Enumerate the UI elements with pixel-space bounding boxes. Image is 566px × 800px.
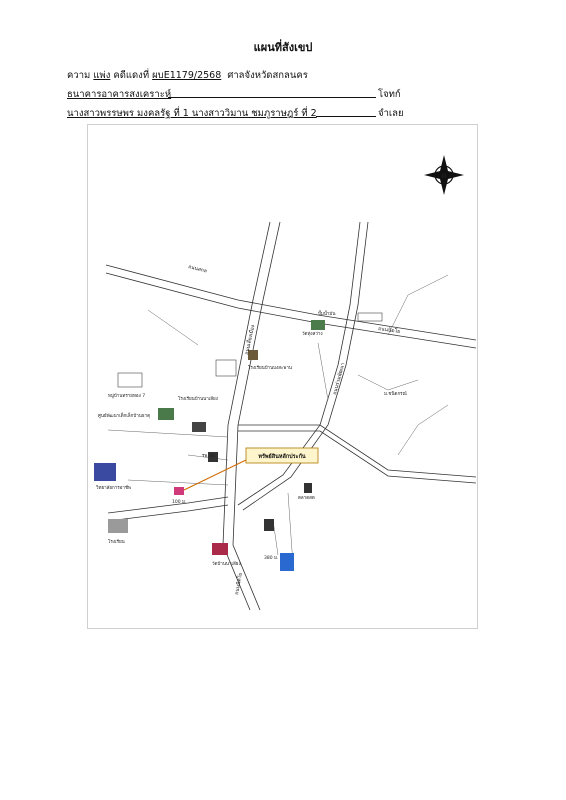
label-temple: วัดบ้านนาเลียง (212, 561, 241, 567)
property-callout-label: ทรัพย์สินหลักประกัน (258, 452, 306, 460)
defendant-suffix: จำเลย (378, 108, 404, 119)
page-title: แผนที่สังเขป (253, 41, 313, 54)
label-hospital: รพ.สต. (202, 453, 216, 459)
compass-icon: N (424, 155, 464, 195)
property-marker (174, 487, 184, 495)
building-college (94, 463, 116, 481)
road-right-a (237, 221, 361, 506)
label-village2: ม.ชนิดกรณ์ (384, 390, 407, 397)
label-distance2: 380 ม. (264, 555, 278, 561)
sketch-map: ทรัพย์สินหลักประกัน N หมู่บ้านทรายทอง 7 … (87, 124, 478, 629)
plaintiff-suffix: โจทก์ (378, 89, 401, 100)
defendant-names: นางสาวพรรษพร มงคลรัฐ ที่ 1 นางสาววิมาน ช… (67, 108, 317, 119)
label-college: วิทยาลัยการอาชีพ (96, 485, 131, 491)
label-distance1: 100 ม. (172, 499, 186, 505)
property-arrow (183, 459, 247, 491)
label-dev-center: ศูนย์พัฒนาเด็กเล็กบ้านธาตุ (98, 411, 150, 419)
road-low-left (107, 496, 229, 514)
case-line: ความ แพ่ง คดีแดงที่ ผบE1179/2568 ศาลจังห… (67, 68, 308, 83)
case-number: ผบE1179/2568 (152, 70, 222, 81)
label-road-mid2: ถนนร่วมพัฒนา (332, 362, 346, 395)
case-type: แพ่ง (93, 70, 111, 81)
defendant-line: นางสาวพรรษพร มงคลรัฐ ที่ 1 นางสาววิมาน ช… (67, 106, 317, 121)
road-top-b (105, 272, 477, 349)
label-school2: โรงเรียนบ้านบงสะพาน (248, 364, 292, 371)
case-prefix: ความ (67, 70, 94, 81)
plaintiff-fill-line (168, 88, 376, 98)
label-village: หมู่บ้านทรายทอง 7 (108, 393, 145, 399)
label-road-bottom: ถนนนิตโย (233, 572, 244, 595)
label-road-top: ถนนสกล (188, 264, 208, 274)
label-school: โรงเรียนบ้านนาเลียง (178, 395, 218, 402)
case-mid: คดีแดงที่ (110, 70, 153, 81)
building-school (108, 519, 128, 533)
label-market: ตลาดสด (298, 495, 315, 501)
soi-1 (107, 429, 229, 438)
plaintiff-name: ธนาคารอาคารสงเคราะห์ (67, 89, 172, 100)
court-name: ศาลจังหวัดสกลนคร (227, 70, 308, 81)
label-temple2: วัดทุ่งสว่าง (302, 331, 323, 337)
property-callout-box (245, 447, 319, 464)
crosswalk-1 (215, 359, 237, 377)
map-svg: ทรัพย์สินหลักประกัน N หมู่บ้านทรายทอง 7 … (94, 155, 477, 611)
label-gas: ปั๊มน้ำมัน (318, 310, 335, 317)
road-left-a (222, 221, 271, 611)
defendant-fill-line (316, 107, 376, 117)
label-school-b: โรงเรียน (108, 538, 125, 545)
road-right-b (242, 221, 369, 511)
buildings (94, 320, 325, 571)
road-top-a (105, 264, 477, 341)
svg-text:N: N (442, 173, 447, 180)
road-left-b (232, 221, 281, 611)
plaintiff-line: ธนาคารอาคารสงเคราะห์ (67, 87, 171, 102)
property-lot (280, 553, 294, 571)
label-road-right: ถนนนิตโย (378, 325, 401, 335)
road-east-low (238, 424, 477, 478)
